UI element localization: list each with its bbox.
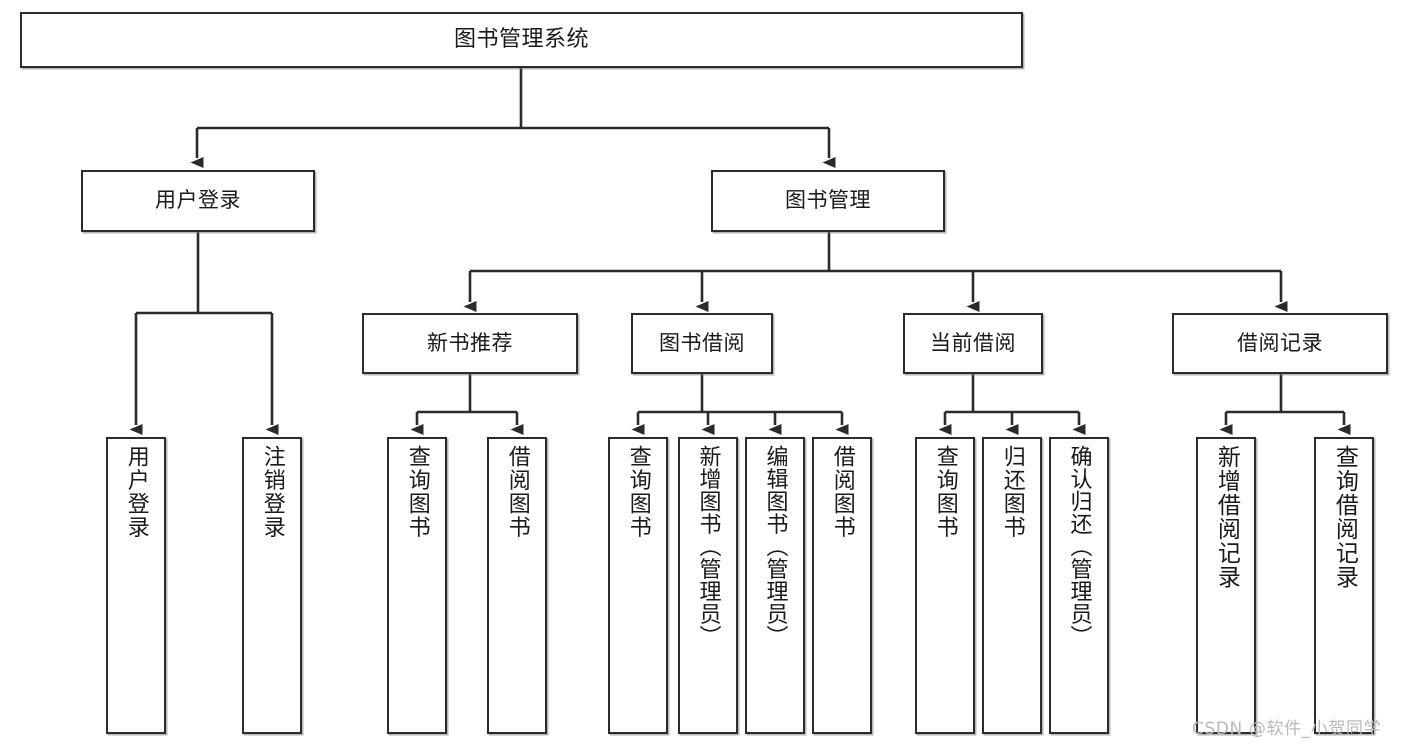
leaf-user-login[interactable]: 用户登录 <box>106 437 166 734</box>
node-root[interactable]: 图书管理系统 <box>20 12 1023 68</box>
leaf-query-borrow-record[interactable]: 查询借阅记录 <box>1314 437 1374 734</box>
node-user-login[interactable]: 用户登录 <box>81 170 315 232</box>
leaf-edit-book-admin[interactable]: 编辑图书（管理员） <box>745 437 805 734</box>
node-book-management[interactable]: 图书管理 <box>711 170 945 232</box>
leaf-query-book-current[interactable]: 查询图书 <box>915 437 975 734</box>
leaf-confirm-return-admin[interactable]: 确认归还（管理员） <box>1049 437 1109 734</box>
leaf-add-book-admin[interactable]: 新增图书（管理员） <box>678 437 738 734</box>
leaf-query-book-current-label: 查询图书 <box>932 445 958 539</box>
leaf-logout[interactable]: 注销登录 <box>242 437 302 734</box>
leaf-query-book-recommend-label: 查询图书 <box>404 445 430 539</box>
leaf-add-borrow-record-label: 新增借阅记录 <box>1213 445 1240 589</box>
leaf-return-book-label: 归还图书 <box>999 445 1025 539</box>
node-book-borrow-label: 图书借阅 <box>659 330 745 355</box>
leaf-borrow-book[interactable]: 借阅图书 <box>812 437 872 734</box>
leaf-logout-label: 注销登录 <box>259 445 285 539</box>
leaf-query-borrow-record-label: 查询借阅记录 <box>1331 445 1358 589</box>
leaf-query-book-recommend[interactable]: 查询图书 <box>387 437 447 734</box>
node-book-management-label: 图书管理 <box>785 188 871 213</box>
leaf-query-book-borrow-label: 查询图书 <box>625 445 651 539</box>
leaf-borrow-book-recommend[interactable]: 借阅图书 <box>487 437 547 734</box>
leaf-confirm-return-admin-label: 确认归还（管理员） <box>1066 445 1092 648</box>
leaf-query-book-borrow[interactable]: 查询图书 <box>608 437 668 734</box>
node-new-book-recommend[interactable]: 新书推荐 <box>362 313 578 374</box>
watermark: CSDN @软件_小贺同学 <box>1192 719 1382 739</box>
node-root-label: 图书管理系统 <box>453 26 589 52</box>
leaf-edit-book-admin-label: 编辑图书（管理员） <box>762 445 788 648</box>
leaf-add-borrow-record[interactable]: 新增借阅记录 <box>1196 437 1256 734</box>
node-current-borrow[interactable]: 当前借阅 <box>903 313 1043 374</box>
node-new-book-recommend-label: 新书推荐 <box>427 330 513 355</box>
node-user-login-label: 用户登录 <box>155 188 241 213</box>
leaf-borrow-book-recommend-label: 借阅图书 <box>504 445 530 539</box>
leaf-add-book-admin-label: 新增图书（管理员） <box>695 445 721 648</box>
node-borrow-record[interactable]: 借阅记录 <box>1172 313 1388 374</box>
node-book-borrow[interactable]: 图书借阅 <box>631 313 773 374</box>
node-borrow-record-label: 借阅记录 <box>1237 330 1323 355</box>
node-current-borrow-label: 当前借阅 <box>930 330 1016 355</box>
leaf-user-login-label: 用户登录 <box>123 445 149 539</box>
leaf-return-book[interactable]: 归还图书 <box>982 437 1042 734</box>
leaf-borrow-book-label: 借阅图书 <box>829 445 855 539</box>
